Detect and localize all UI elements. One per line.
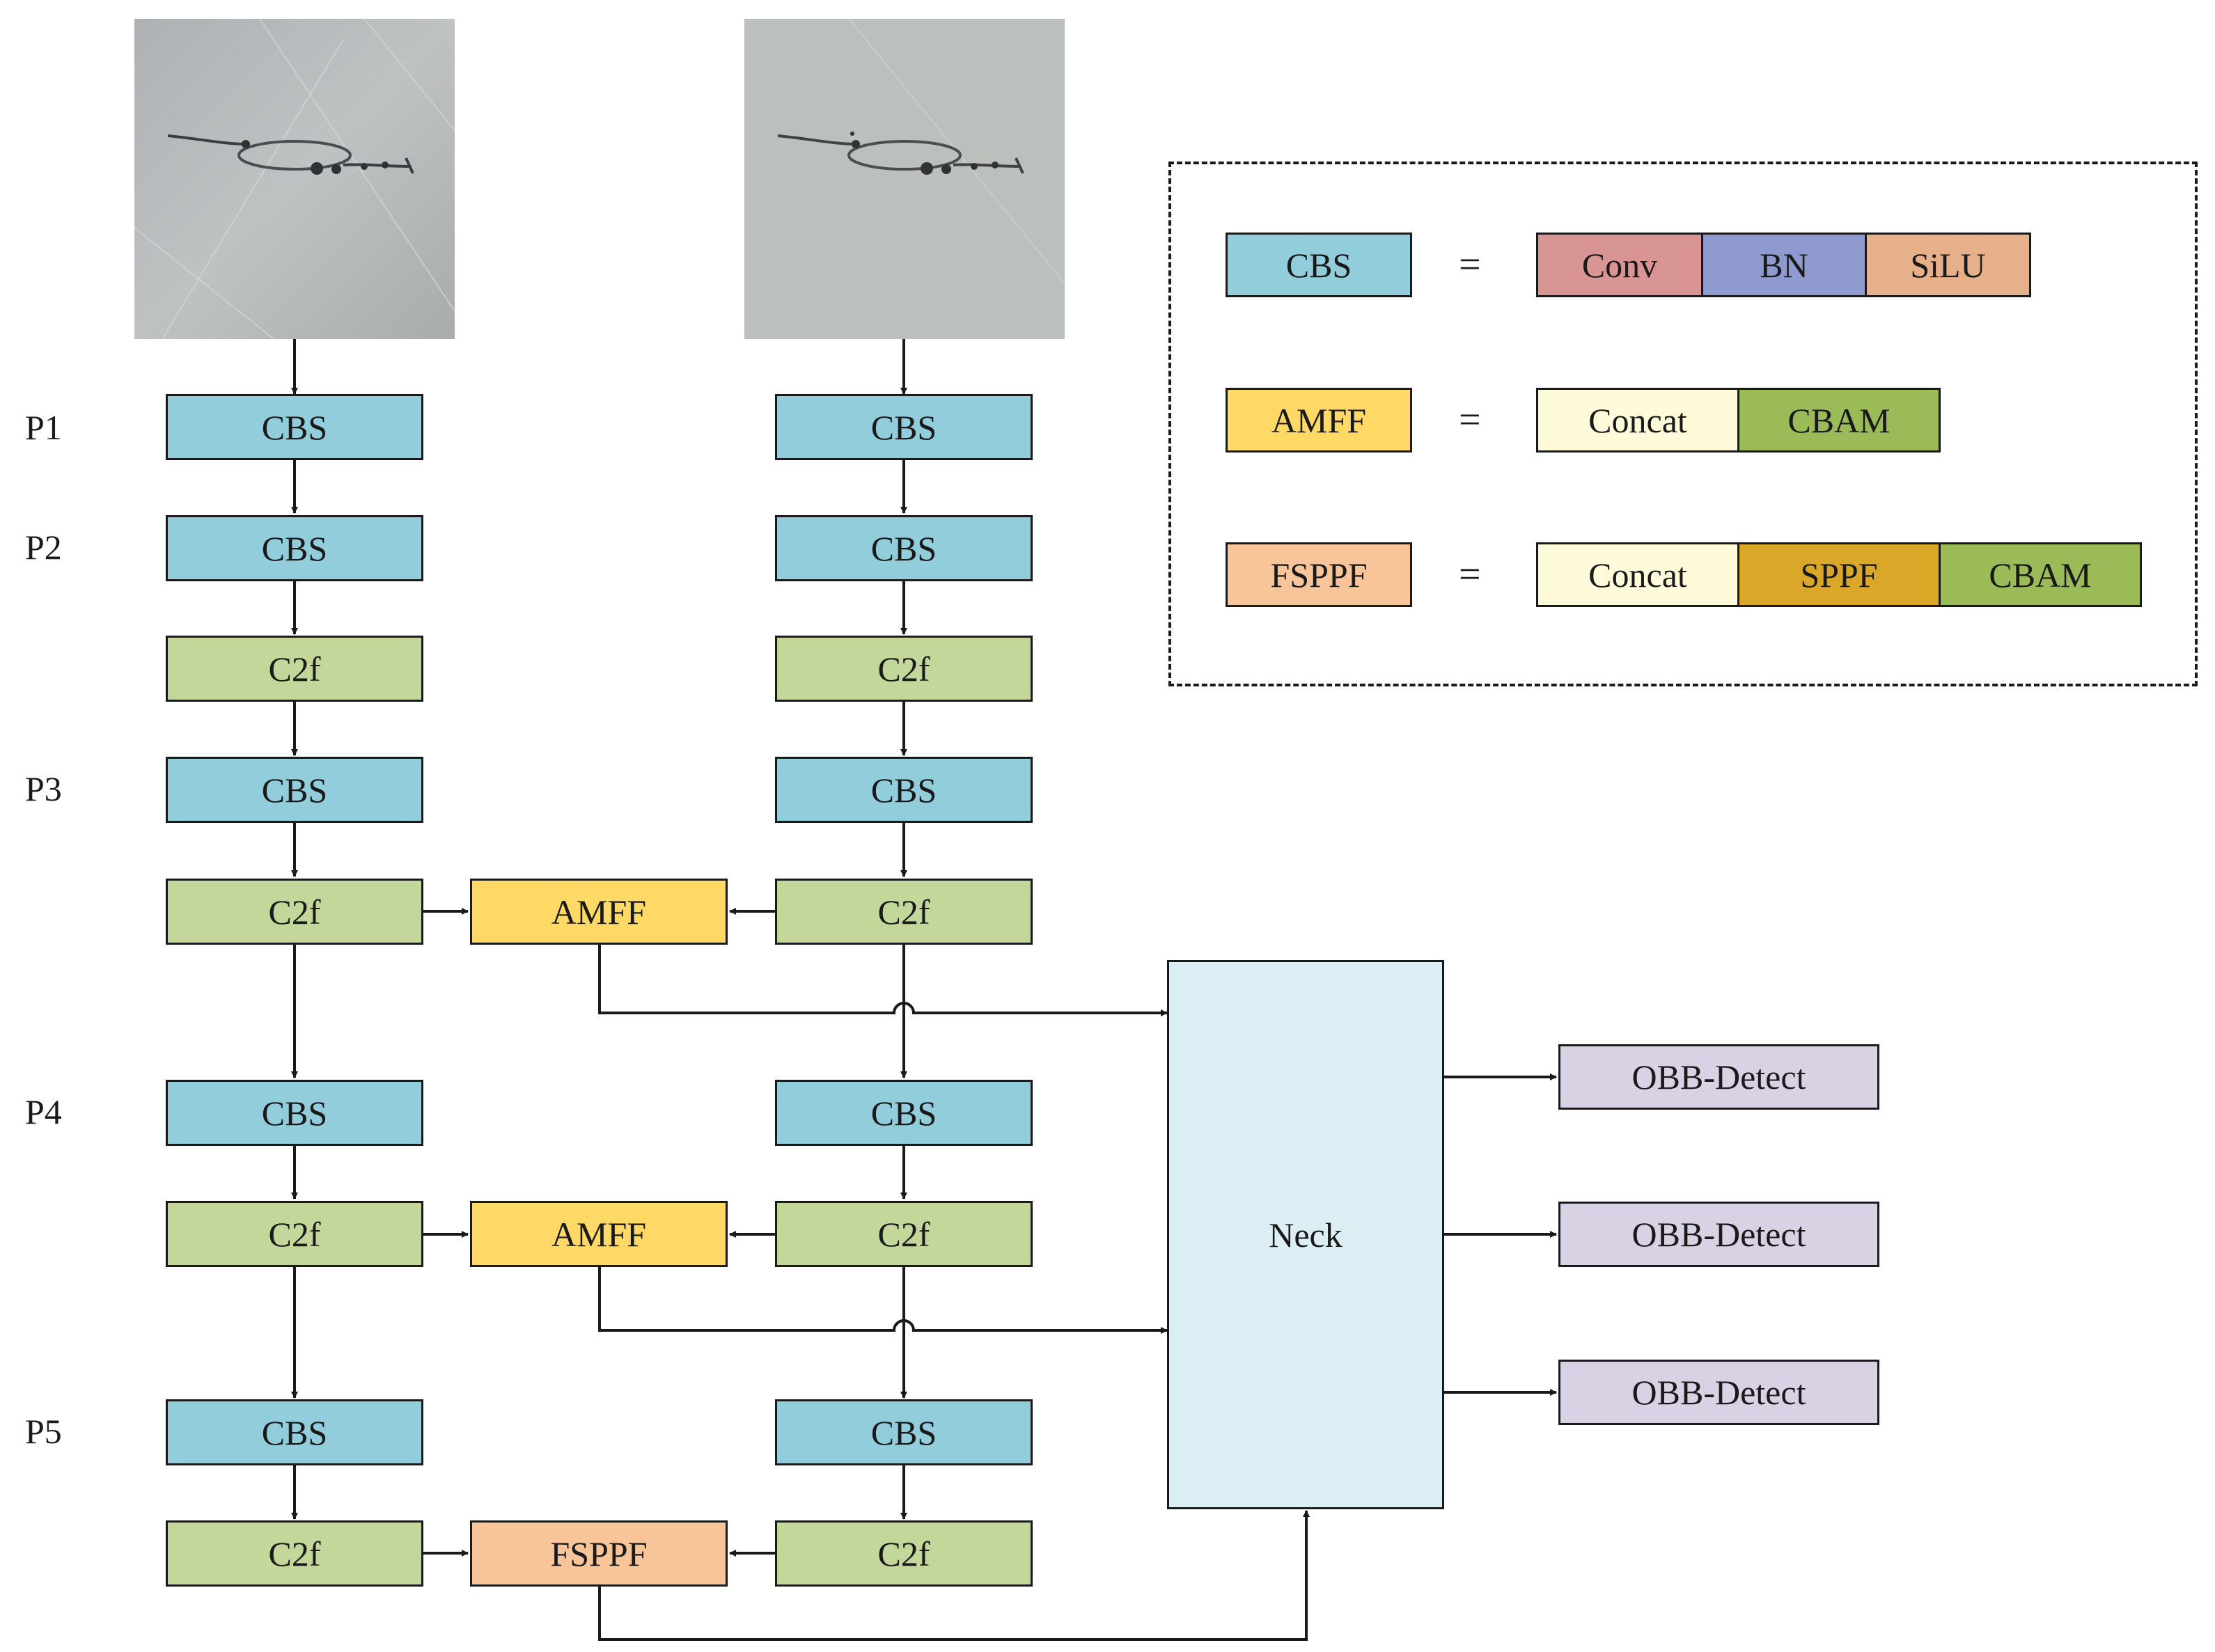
left-c2f-2: C2f (166, 879, 423, 945)
left-cbs-p5: CBS (166, 1399, 423, 1465)
right-cbs-p2: CBS (775, 515, 1033, 581)
legend-bn: BN (1701, 233, 1867, 297)
legend-amff: AMFF (1226, 388, 1412, 453)
right-cbs-p3: CBS (775, 757, 1033, 823)
right-c2f-3: C2f (775, 1201, 1033, 1267)
stage-label-p2: P2 (25, 528, 62, 567)
right-cbs-p5: CBS (775, 1399, 1033, 1465)
obb-detect-head-3: OBB-Detect (1558, 1360, 1879, 1425)
legend-sppf: SPPF (1737, 542, 1941, 607)
legend-equals-cbs: = (1459, 243, 1481, 286)
stage-label-p4: P4 (25, 1092, 62, 1131)
legend-concat-fsppf: Concat (1536, 542, 1739, 607)
stage-label-p1: P1 (25, 408, 62, 447)
legend-cbs: CBS (1226, 233, 1412, 297)
left-cbs-p3: CBS (166, 757, 423, 823)
legend-cbam-amff: CBAM (1737, 388, 1941, 453)
input-image-rgb (134, 19, 455, 339)
left-cbs-p4: CBS (166, 1080, 423, 1146)
left-cbs-p2: CBS (166, 515, 423, 581)
right-cbs-p4: CBS (775, 1080, 1033, 1146)
stage-label-p5: P5 (25, 1412, 62, 1451)
left-c2f-4: C2f (166, 1520, 423, 1587)
right-c2f-1: C2f (775, 636, 1033, 702)
right-c2f-4: C2f (775, 1520, 1033, 1587)
legend-concat-amff: Concat (1536, 388, 1739, 453)
left-c2f-1: C2f (166, 636, 423, 702)
legend-equals-amff: = (1459, 398, 1481, 441)
right-cbs-p1: CBS (775, 394, 1033, 460)
legend-equals-fsppf: = (1459, 553, 1481, 596)
neck-block: Neck (1167, 960, 1444, 1509)
legend-silu: SiLU (1865, 233, 2031, 297)
fsppf-block: FSPPF (470, 1520, 728, 1587)
right-c2f-2: C2f (775, 879, 1033, 945)
arrow-fsppf-to-neck (598, 1510, 1310, 1641)
input-image-second (744, 19, 1065, 339)
left-cbs-p1: CBS (166, 394, 423, 460)
amff-block-2: AMFF (470, 1201, 728, 1267)
obb-detect-head-1: OBB-Detect (1558, 1044, 1879, 1110)
arrow-amff1-to-neck (598, 945, 1168, 1016)
amff-block-1: AMFF (470, 879, 728, 945)
legend-fsppf: FSPPF (1226, 542, 1412, 607)
legend-frame (1168, 162, 2198, 686)
obb-detect-head-2: OBB-Detect (1558, 1202, 1879, 1267)
stage-label-p3: P3 (25, 769, 62, 808)
legend-cbam-fsppf: CBAM (1939, 542, 2142, 607)
left-c2f-3: C2f (166, 1201, 423, 1267)
legend-conv: Conv (1536, 233, 1703, 297)
arrow-amff2-to-neck (598, 1267, 1168, 1334)
